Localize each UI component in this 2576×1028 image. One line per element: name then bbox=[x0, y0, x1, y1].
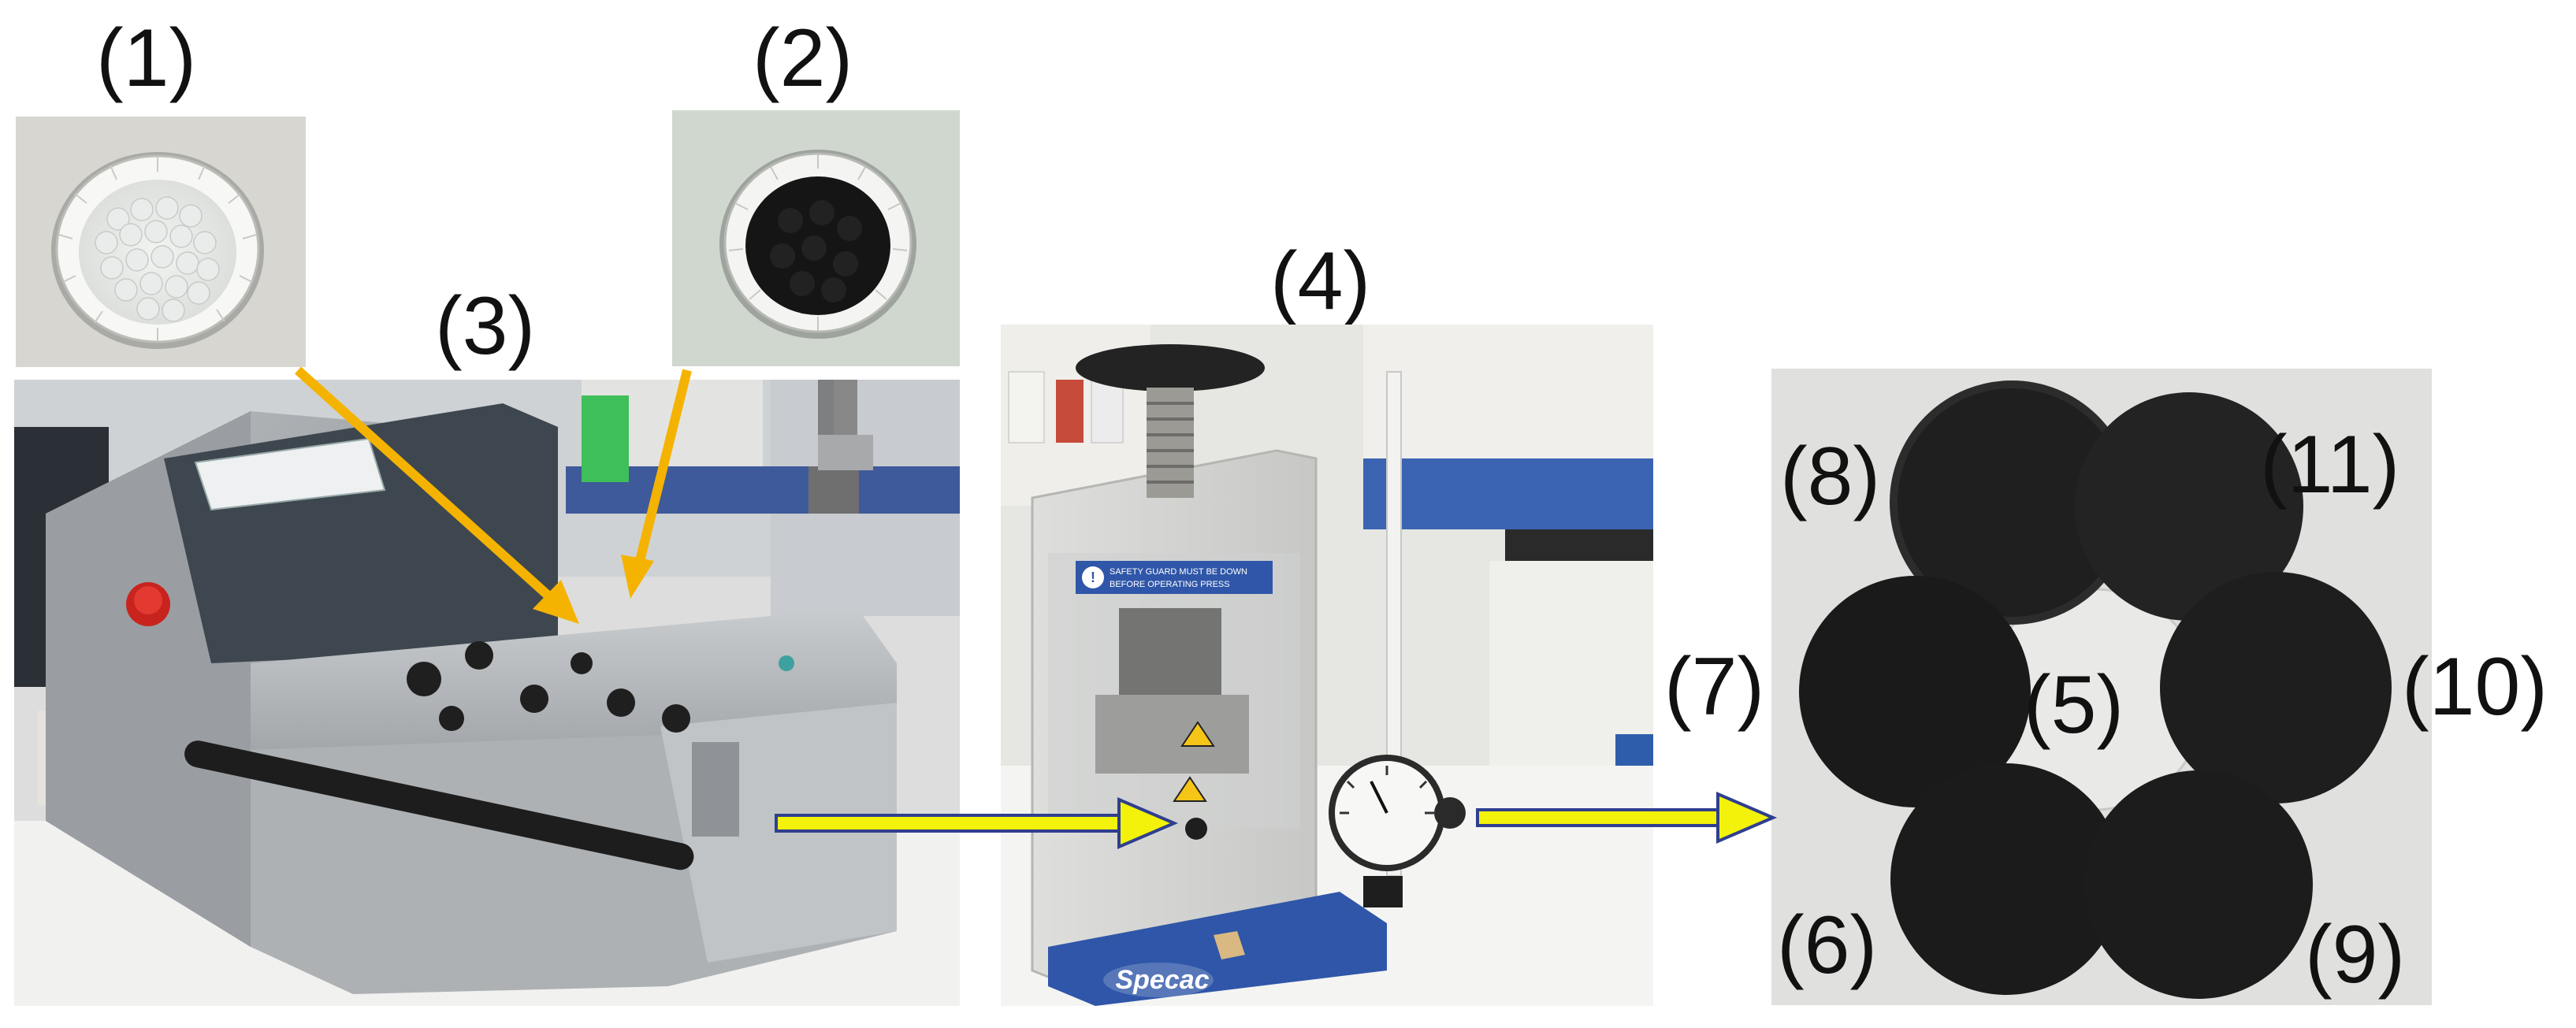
label-4: (4) bbox=[1270, 236, 1371, 327]
photo-sample-discs bbox=[1771, 369, 2432, 1005]
yellow-arrow-1 bbox=[775, 796, 1179, 850]
label-10: (10) bbox=[2402, 641, 2548, 733]
disc-7 bbox=[1799, 576, 2031, 807]
label-2: (2) bbox=[753, 13, 853, 104]
label-5: (5) bbox=[2024, 659, 2124, 751]
label-8: (8) bbox=[1780, 431, 1881, 522]
photo-black-pellets bbox=[672, 110, 960, 366]
label-1: (1) bbox=[96, 13, 197, 104]
yellow-arrow-2 bbox=[1476, 791, 1778, 844]
orange-arrow-1 bbox=[294, 366, 579, 624]
label-7: (7) bbox=[1664, 641, 1765, 733]
press-warning-line-2: BEFORE OPERATING PRESS bbox=[1110, 580, 1230, 589]
label-3: (3) bbox=[435, 280, 536, 372]
disc-10 bbox=[2160, 572, 2392, 803]
disc-11 bbox=[2075, 392, 2303, 621]
svg-text:!: ! bbox=[1091, 570, 1095, 585]
disc-8 bbox=[1894, 384, 2130, 621]
press-warning-line-1: SAFETY GUARD MUST BE DOWN bbox=[1110, 567, 1247, 577]
label-11: (11) bbox=[2260, 419, 2400, 510]
photo-extruder bbox=[14, 380, 960, 1006]
photo-hydraulic-press: ! SAFETY GUARD MUST BE DOWN BEFORE OPERA… bbox=[1001, 325, 1653, 1006]
label-9: (9) bbox=[2305, 909, 2406, 1000]
disc-6 bbox=[1890, 763, 2122, 995]
photo-white-pellets bbox=[16, 117, 306, 367]
label-6: (6) bbox=[1777, 900, 1878, 991]
press-brand-label: Specac bbox=[1115, 965, 1209, 995]
disc-9 bbox=[2084, 770, 2313, 999]
orange-arrow-2 bbox=[621, 369, 692, 599]
